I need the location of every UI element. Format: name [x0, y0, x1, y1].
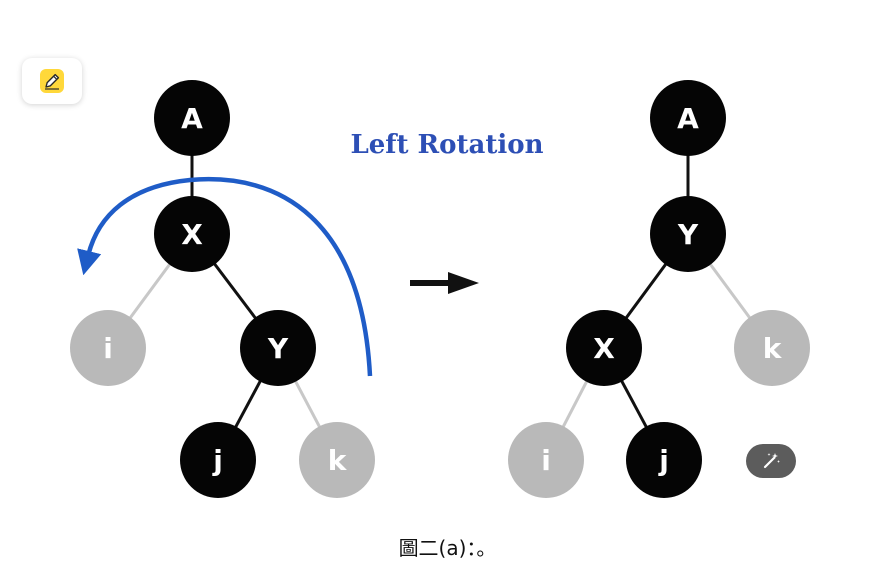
magic-wand-icon [763, 453, 780, 469]
before-tree-edges [106, 118, 339, 461]
after-node-circle [566, 310, 642, 386]
after-node-a: A [650, 80, 726, 156]
before-node-x: X [154, 196, 230, 272]
before-node-label: i [103, 332, 113, 365]
before-node-circle [299, 422, 375, 498]
pencil-edit-icon [40, 69, 64, 93]
after-node-label: X [593, 332, 615, 365]
diagram-title: Left Rotation [350, 130, 543, 160]
before-node-circle [154, 80, 230, 156]
after-node-j: j [626, 422, 702, 498]
after-node-circle [650, 196, 726, 272]
before-node-y: Y [240, 310, 316, 386]
before-tree-nodes: A Xi Yj k [70, 80, 375, 498]
figure-caption: 圖二(a)：。 [398, 536, 497, 560]
after-tree-edges [544, 118, 774, 461]
after-node-circle [508, 422, 584, 498]
after-node-label: i [541, 444, 551, 477]
before-node-label: j [212, 444, 223, 477]
before-node-j: j [180, 422, 256, 498]
before-node-label: A [181, 102, 203, 135]
right-arrow-icon [410, 272, 479, 294]
before-node-k: k [299, 422, 375, 498]
after-node-i: i [508, 422, 584, 498]
before-node-label: k [328, 444, 348, 477]
after-node-k: k [734, 310, 810, 386]
before-node-label: X [181, 218, 203, 251]
after-node-label: j [658, 444, 669, 477]
curved-arrow-icon [77, 176, 373, 377]
before-node-i: i [70, 310, 146, 386]
after-node-label: A [677, 102, 699, 135]
after-node-label: k [763, 332, 783, 365]
before-node-circle [180, 422, 256, 498]
before-node-label: Y [267, 332, 289, 365]
before-node-circle [154, 196, 230, 272]
after-node-y: Y [650, 196, 726, 272]
after-node-label: Y [677, 218, 699, 251]
after-node-x: X [566, 310, 642, 386]
magic-button[interactable] [746, 444, 796, 478]
after-node-circle [650, 80, 726, 156]
after-node-circle [734, 310, 810, 386]
edit-button[interactable] [22, 58, 82, 104]
before-node-a: A [154, 80, 230, 156]
before-node-circle [70, 310, 146, 386]
before-node-circle [240, 310, 316, 386]
after-node-circle [626, 422, 702, 498]
